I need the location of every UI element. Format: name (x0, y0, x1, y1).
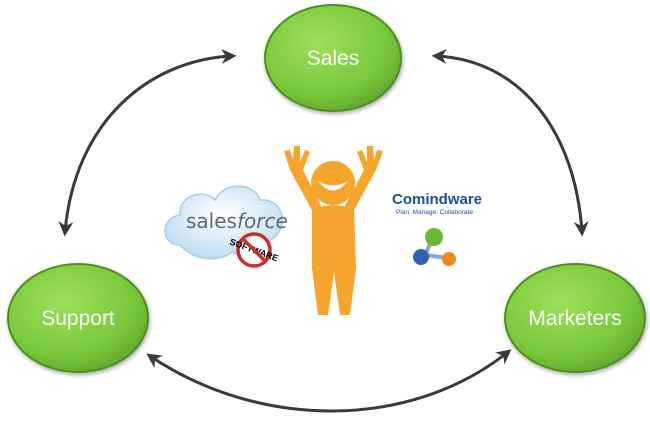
node-sales: Sales (264, 4, 402, 112)
comindware-molecule-icon (413, 228, 456, 266)
svg-text:salesforce: salesforce (186, 209, 288, 233)
comindware-name: Comindware (392, 191, 482, 208)
comindware-logo: Comindware Plan. Manage. Collaborate (392, 191, 482, 216)
bidirectional-arrow-icon (146, 349, 512, 413)
happy-person-icon (284, 146, 383, 315)
node-sales-label: Sales (307, 47, 360, 70)
bidirectional-arrow-icon (431, 49, 589, 237)
comindware-tagline: Plan. Manage. Collaborate (396, 209, 473, 216)
node-marketers-label: Marketers (528, 307, 621, 330)
salesforce-prefix: sales (186, 209, 237, 233)
bidirectional-arrow-icon (58, 49, 237, 237)
node-marketers: Marketers (504, 263, 646, 373)
salesforce-suffix: force (237, 209, 288, 233)
cycle-arrows (58, 49, 589, 413)
node-support: Support (7, 263, 149, 373)
node-support-label: Support (41, 307, 115, 330)
